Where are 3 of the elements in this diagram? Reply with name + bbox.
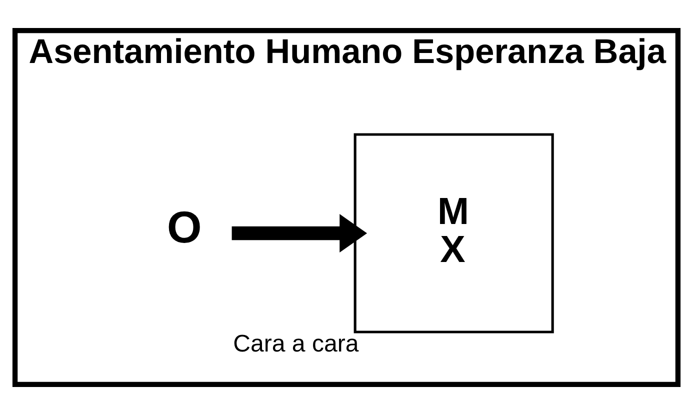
arrow bbox=[232, 214, 368, 252]
node-text: O bbox=[167, 202, 202, 252]
node-box: M X bbox=[354, 132, 554, 333]
